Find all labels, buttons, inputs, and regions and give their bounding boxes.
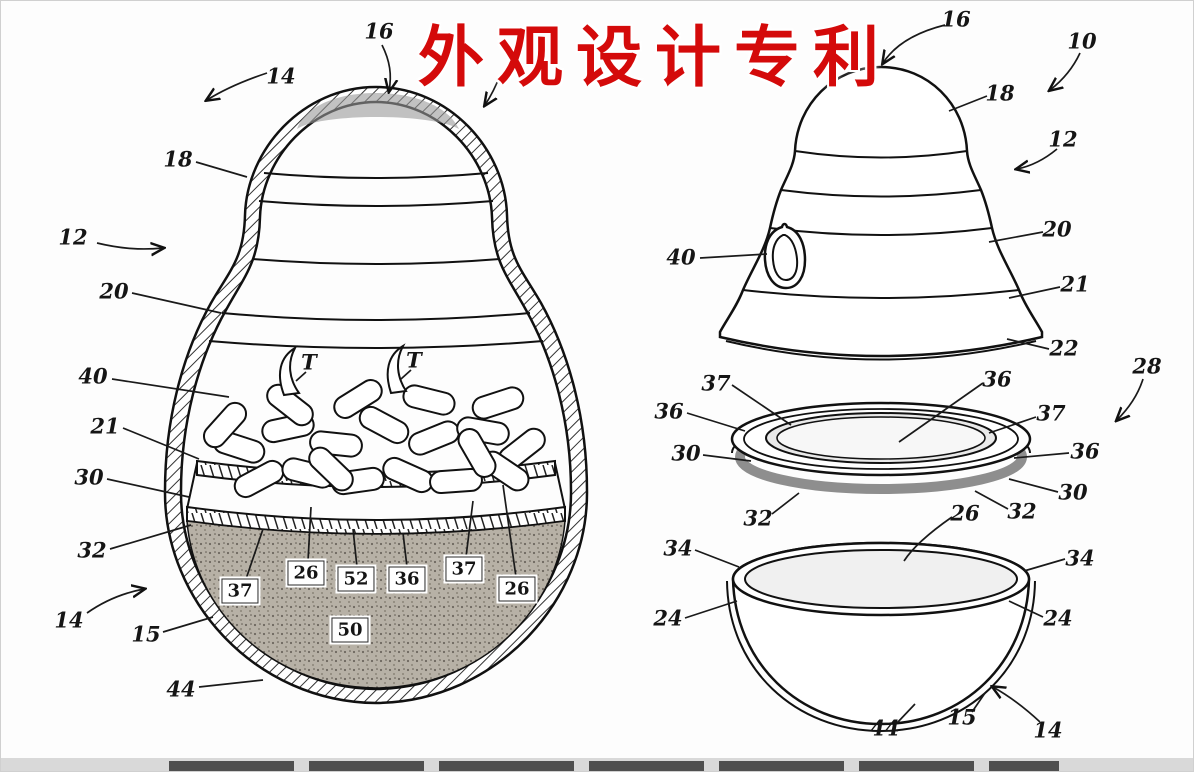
hook-spike: [279, 345, 301, 397]
bottom-bowl: [726, 541, 1036, 733]
treat-capsules: [202, 379, 546, 499]
hook-spike: [386, 343, 408, 395]
dome-top-piece: [718, 65, 1044, 358]
left-figure: [86, 44, 589, 705]
gasket-ring: [730, 401, 1032, 494]
bottom-strip: [1, 758, 1193, 771]
right-figure: [684, 24, 1144, 733]
left-leader-lines: [86, 44, 517, 688]
right-leader-lines: [684, 24, 1144, 724]
title-overlay: 外观设计专利: [418, 19, 892, 96]
